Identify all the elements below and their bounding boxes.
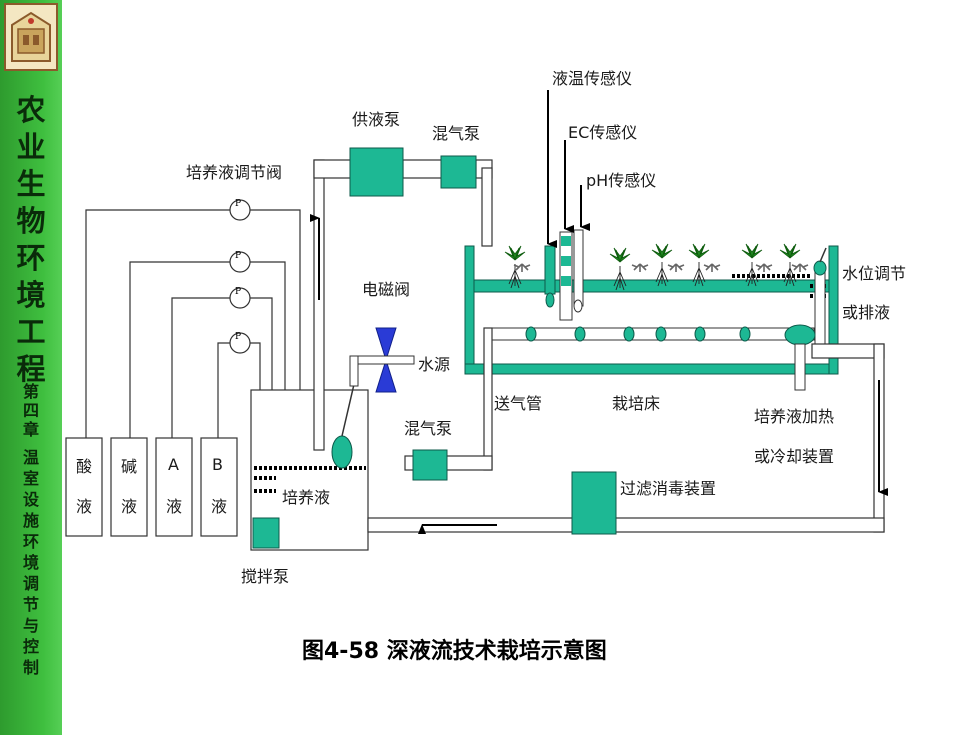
chapter-label-char: 第 [22,382,39,401]
mixing-pump-top [440,155,477,189]
solenoid-valve-label: 电磁阀 [362,280,410,299]
water-level-regulator [813,247,827,345]
mixing-pump-top-label: 混气泵 [432,124,480,143]
sidebar: 农 业 生 物 环 境 工 程 第 四 章 温 室 设 施 环 境 调 节 与 … [0,0,62,735]
course-title-char: 农 [16,93,46,127]
chapter-title-char: 节 [22,595,39,614]
course-title-char: 工 [16,315,46,349]
heating-label: 培养液加热 [754,407,834,426]
tank-acid-bottom: 液 [76,497,92,516]
supply-pipe [313,159,493,451]
chapter-label: 第 四 章 [0,382,62,439]
dosing-pump: P [229,251,251,273]
tank-acid: 酸 液 [65,437,103,537]
air-supply-line [404,327,493,471]
chapter-label-char: 章 [22,420,39,439]
cooling-label: 或冷却装置 [754,447,834,466]
air-pipe-label: 送气管 [494,394,542,413]
nutrient-solution-label: 培养液 [282,488,330,507]
tank-base-bottom: 液 [121,497,137,516]
pump-label: P [235,332,241,342]
chapter-title-char: 境 [22,553,39,572]
cultivation-bed [464,245,839,375]
tank-a-bottom: 液 [166,497,182,516]
course-title-char: 环 [16,241,46,275]
course-title-char: 程 [16,352,46,386]
tank-base: 碱 液 [110,437,148,537]
ec-sensor [559,231,573,321]
course-title-char: 境 [16,278,46,312]
tank-a: A 液 [155,437,193,537]
chapter-title-char: 环 [22,532,39,551]
pump-label: P [235,287,241,297]
ph-sensor [573,229,584,313]
regulating-valve-label: 培养液调节阀 [186,163,282,182]
solenoid-valve [349,327,415,393]
chapter-title-char: 与 [22,616,39,635]
chapter-title: 温 室 设 施 环 境 调 节 与 控 制 [0,447,62,678]
drain-label: 或排液 [842,303,890,322]
mixing-pump-bottom-label: 混气泵 [404,419,452,438]
chapter-title-char: 制 [22,658,39,677]
chapter-title-char: 室 [22,469,39,488]
course-title-char: 业 [16,130,46,164]
pump-label: P [235,199,241,209]
tank-b-top: B [212,455,223,474]
cultivation-bed-label: 栽培床 [612,394,660,413]
chapter-title-char: 设 [22,490,39,509]
water-level-label: 水位调节 [842,264,906,283]
tank-base-top: 碱 [121,457,137,476]
chapter-title-char: 温 [22,448,39,467]
tank-acid-top: 酸 [76,457,92,476]
tank-a-top: A [168,455,179,474]
liquid-temp-sensor [544,245,556,308]
float-sensor [331,435,353,469]
liquid-temp-sensor-label: 液温传感仪 [552,69,632,88]
stirring-pump-label: 搅拌泵 [241,567,289,586]
heater-cooler [784,324,816,391]
stirring-pump [252,517,280,549]
water-source-label: 水源 [418,355,450,374]
filter-label: 过滤消毒装置 [620,479,716,498]
filter-sterilizer [571,471,617,535]
tank-b-bottom: 液 [211,497,227,516]
course-title-char: 生 [16,167,46,201]
course-title-char: 物 [16,204,46,238]
dosing-lines [85,209,301,458]
chapter-title-char: 控 [22,637,39,656]
mixing-pump-bottom [412,449,448,481]
course-title: 农 业 生 物 环 境 工 程 [0,92,62,388]
dosing-pump: P [229,199,251,221]
figure-caption: 图4-58 深液流技术栽培示意图 [302,638,607,664]
pump-label: P [235,251,241,261]
dosing-pump: P [229,332,251,354]
dosing-pump: P [229,287,251,309]
chapter-title-char: 调 [22,574,39,593]
chapter-label-char: 四 [22,401,39,420]
tank-b: B 液 [200,437,238,537]
ec-sensor-label: EC传感仪 [568,123,637,142]
supply-pump [349,147,404,197]
planting-board [473,279,830,293]
supply-pump-label: 供液泵 [352,110,400,129]
university-logo [4,3,58,71]
nutrient-reservoir: 培养液 [250,379,369,551]
chapter-title-char: 施 [22,511,39,530]
ph-sensor-label: pH传感仪 [586,171,656,190]
